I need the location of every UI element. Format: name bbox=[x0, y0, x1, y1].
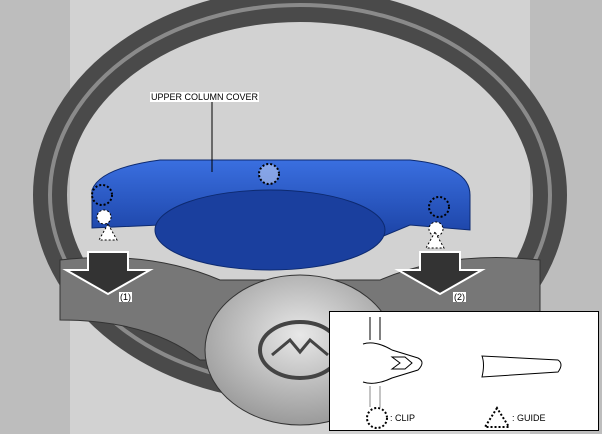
clip-drawing bbox=[362, 317, 423, 407]
clip-marker bbox=[91, 184, 113, 206]
clip-legend-label: : CLIP bbox=[390, 413, 416, 423]
step-2-label: (2) bbox=[453, 292, 466, 302]
guide-drawing bbox=[481, 355, 562, 378]
step-1-label: (1) bbox=[119, 292, 132, 302]
legend-drawings bbox=[362, 317, 562, 429]
clip-marker bbox=[428, 196, 450, 218]
guide-marker bbox=[98, 222, 118, 241]
legend-box: : CLIP : GUIDE bbox=[329, 311, 599, 431]
guide-legend-icon bbox=[483, 406, 511, 428]
arrow-down-icon bbox=[62, 251, 154, 296]
guide-legend-label: : GUIDE bbox=[512, 413, 546, 423]
upper-column-cover-label: UPPER COLUMN COVER bbox=[150, 92, 260, 102]
clip-marker bbox=[258, 163, 280, 185]
clip-legend-icon bbox=[366, 407, 388, 429]
arrow-down-icon bbox=[394, 251, 486, 296]
guide-marker bbox=[425, 230, 445, 249]
